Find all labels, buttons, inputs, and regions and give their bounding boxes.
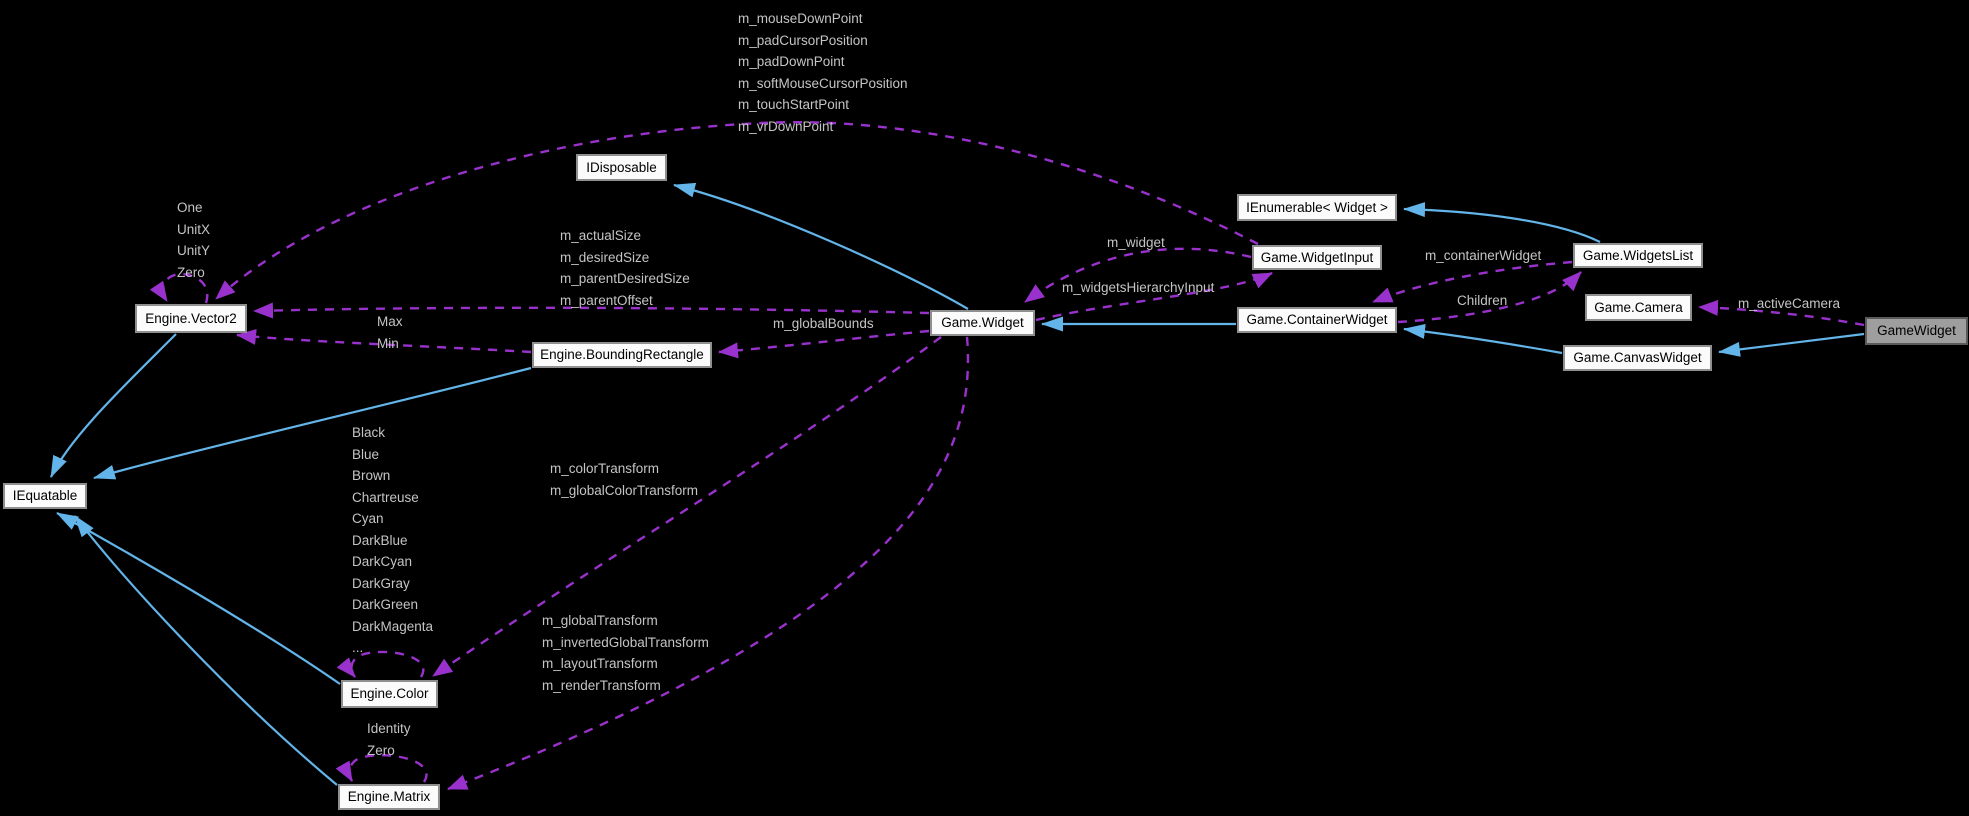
class-node-iequatable[interactable]: IEquatable xyxy=(3,483,87,509)
inheritance-edge-game-widgetslist-to-ienumerable-widget xyxy=(1403,202,1601,243)
class-node-engine-matrix[interactable]: Engine.Matrix xyxy=(338,784,440,810)
class-node-game-widgetinput[interactable]: Game.WidgetInput xyxy=(1252,245,1382,270)
inheritance-edge-engine-color-to-iequatable xyxy=(56,512,341,685)
edge-label-widget-color-members: m_colorTransform m_globalColorTransform xyxy=(550,461,699,498)
edge-label-widget-matrix-members: m_globalTransform m_invertedGlobalTransf… xyxy=(542,613,709,693)
edge-label-containerwidget-widgetslist-member: Children xyxy=(1457,293,1508,308)
edge-label-boundingrect-vector2-members: Max Min xyxy=(377,314,403,351)
edge-label-gamewidget-camera-member: m_activeCamera xyxy=(1738,296,1841,311)
class-node-engine-boundingrectangle[interactable]: Engine.BoundingRectangle xyxy=(532,342,712,368)
usage-edge-game-widget-to-engine-boundingrectangle xyxy=(718,329,930,359)
usage-edge-game-widgetslist-to-game-containerwidget xyxy=(1372,260,1573,304)
class-node-ienumerable-widget[interactable]: IEnumerable< Widget > xyxy=(1237,194,1397,221)
edge-label-widget-boundingrect-member: m_globalBounds xyxy=(773,316,874,331)
edge-label-widgetinput-widget-member: m_widget xyxy=(1107,235,1165,250)
inheritance-edge-engine-boundingrectangle-to-iequatable xyxy=(93,366,532,480)
class-node-game-canvaswidget[interactable]: Game.CanvasWidget xyxy=(1563,345,1712,371)
usage-edge-game-widget-to-game-widgetinput xyxy=(1035,271,1273,322)
class-node-game-widgetslist[interactable]: Game.WidgetsList xyxy=(1573,243,1703,268)
class-node-game-widget[interactable]: Game.Widget xyxy=(930,310,1035,336)
edge-label-widget-vector2-members: m_actualSize m_desiredSize m_parentDesir… xyxy=(560,228,690,308)
edge-label-vector2-self-members: One UnitX UnitY Zero xyxy=(177,200,211,280)
class-node-game-camera[interactable]: Game.Camera xyxy=(1585,294,1692,321)
usage-edge-engine-boundingrectangle-to-engine-vector2 xyxy=(236,328,532,354)
usage-edge-gamewidget-to-game-camera xyxy=(1698,299,1865,327)
usage-edge-game-containerwidget-to-game-widgetslist xyxy=(1397,271,1582,324)
usage-edge-game-widgetinput-to-engine-vector2 xyxy=(215,120,1259,300)
edge-label-color-self-members: Black Blue Brown Chartreuse Cyan DarkBlu… xyxy=(352,425,434,655)
inheritance-edge-game-widget-to-idisposable xyxy=(673,182,969,310)
class-node-idisposable[interactable]: IDisposable xyxy=(576,154,667,181)
class-node-gamewidget: GameWidget xyxy=(1865,317,1968,345)
usage-edge-game-widgetinput-to-game-widget xyxy=(1024,247,1252,303)
class-node-game-containerwidget[interactable]: Game.ContainerWidget xyxy=(1237,307,1397,333)
edge-label-matrix-self-members: Identity Zero xyxy=(367,721,411,758)
inheritance-edge-engine-matrix-to-iequatable xyxy=(74,515,338,786)
usage-edge-engine-matrix-to-engine-matrix xyxy=(335,753,428,783)
usage-edge-game-widget-to-engine-color xyxy=(432,336,942,677)
inheritance-edge-gamewidget-to-game-canvaswidget xyxy=(1718,332,1865,357)
usage-edge-game-widget-to-engine-matrix xyxy=(447,336,970,791)
inheritance-edge-engine-vector2-to-iequatable xyxy=(50,333,177,478)
edge-label-widget-widgetinput-member: m_widgetsHierarchyInput xyxy=(1062,280,1215,295)
class-node-engine-vector2[interactable]: Engine.Vector2 xyxy=(135,304,247,333)
usage-edge-engine-vector2-to-engine-vector2 xyxy=(149,272,209,304)
inheritance-edge-game-canvaswidget-to-game-containerwidget xyxy=(1403,324,1563,355)
class-node-engine-color[interactable]: Engine.Color xyxy=(341,680,438,708)
edge-label-widgetslist-containerwidget-member: m_containerWidget xyxy=(1425,248,1542,263)
edge-label-widgetinput-vector2-members: m_mouseDownPoint m_padCursorPosition m_p… xyxy=(738,11,908,134)
